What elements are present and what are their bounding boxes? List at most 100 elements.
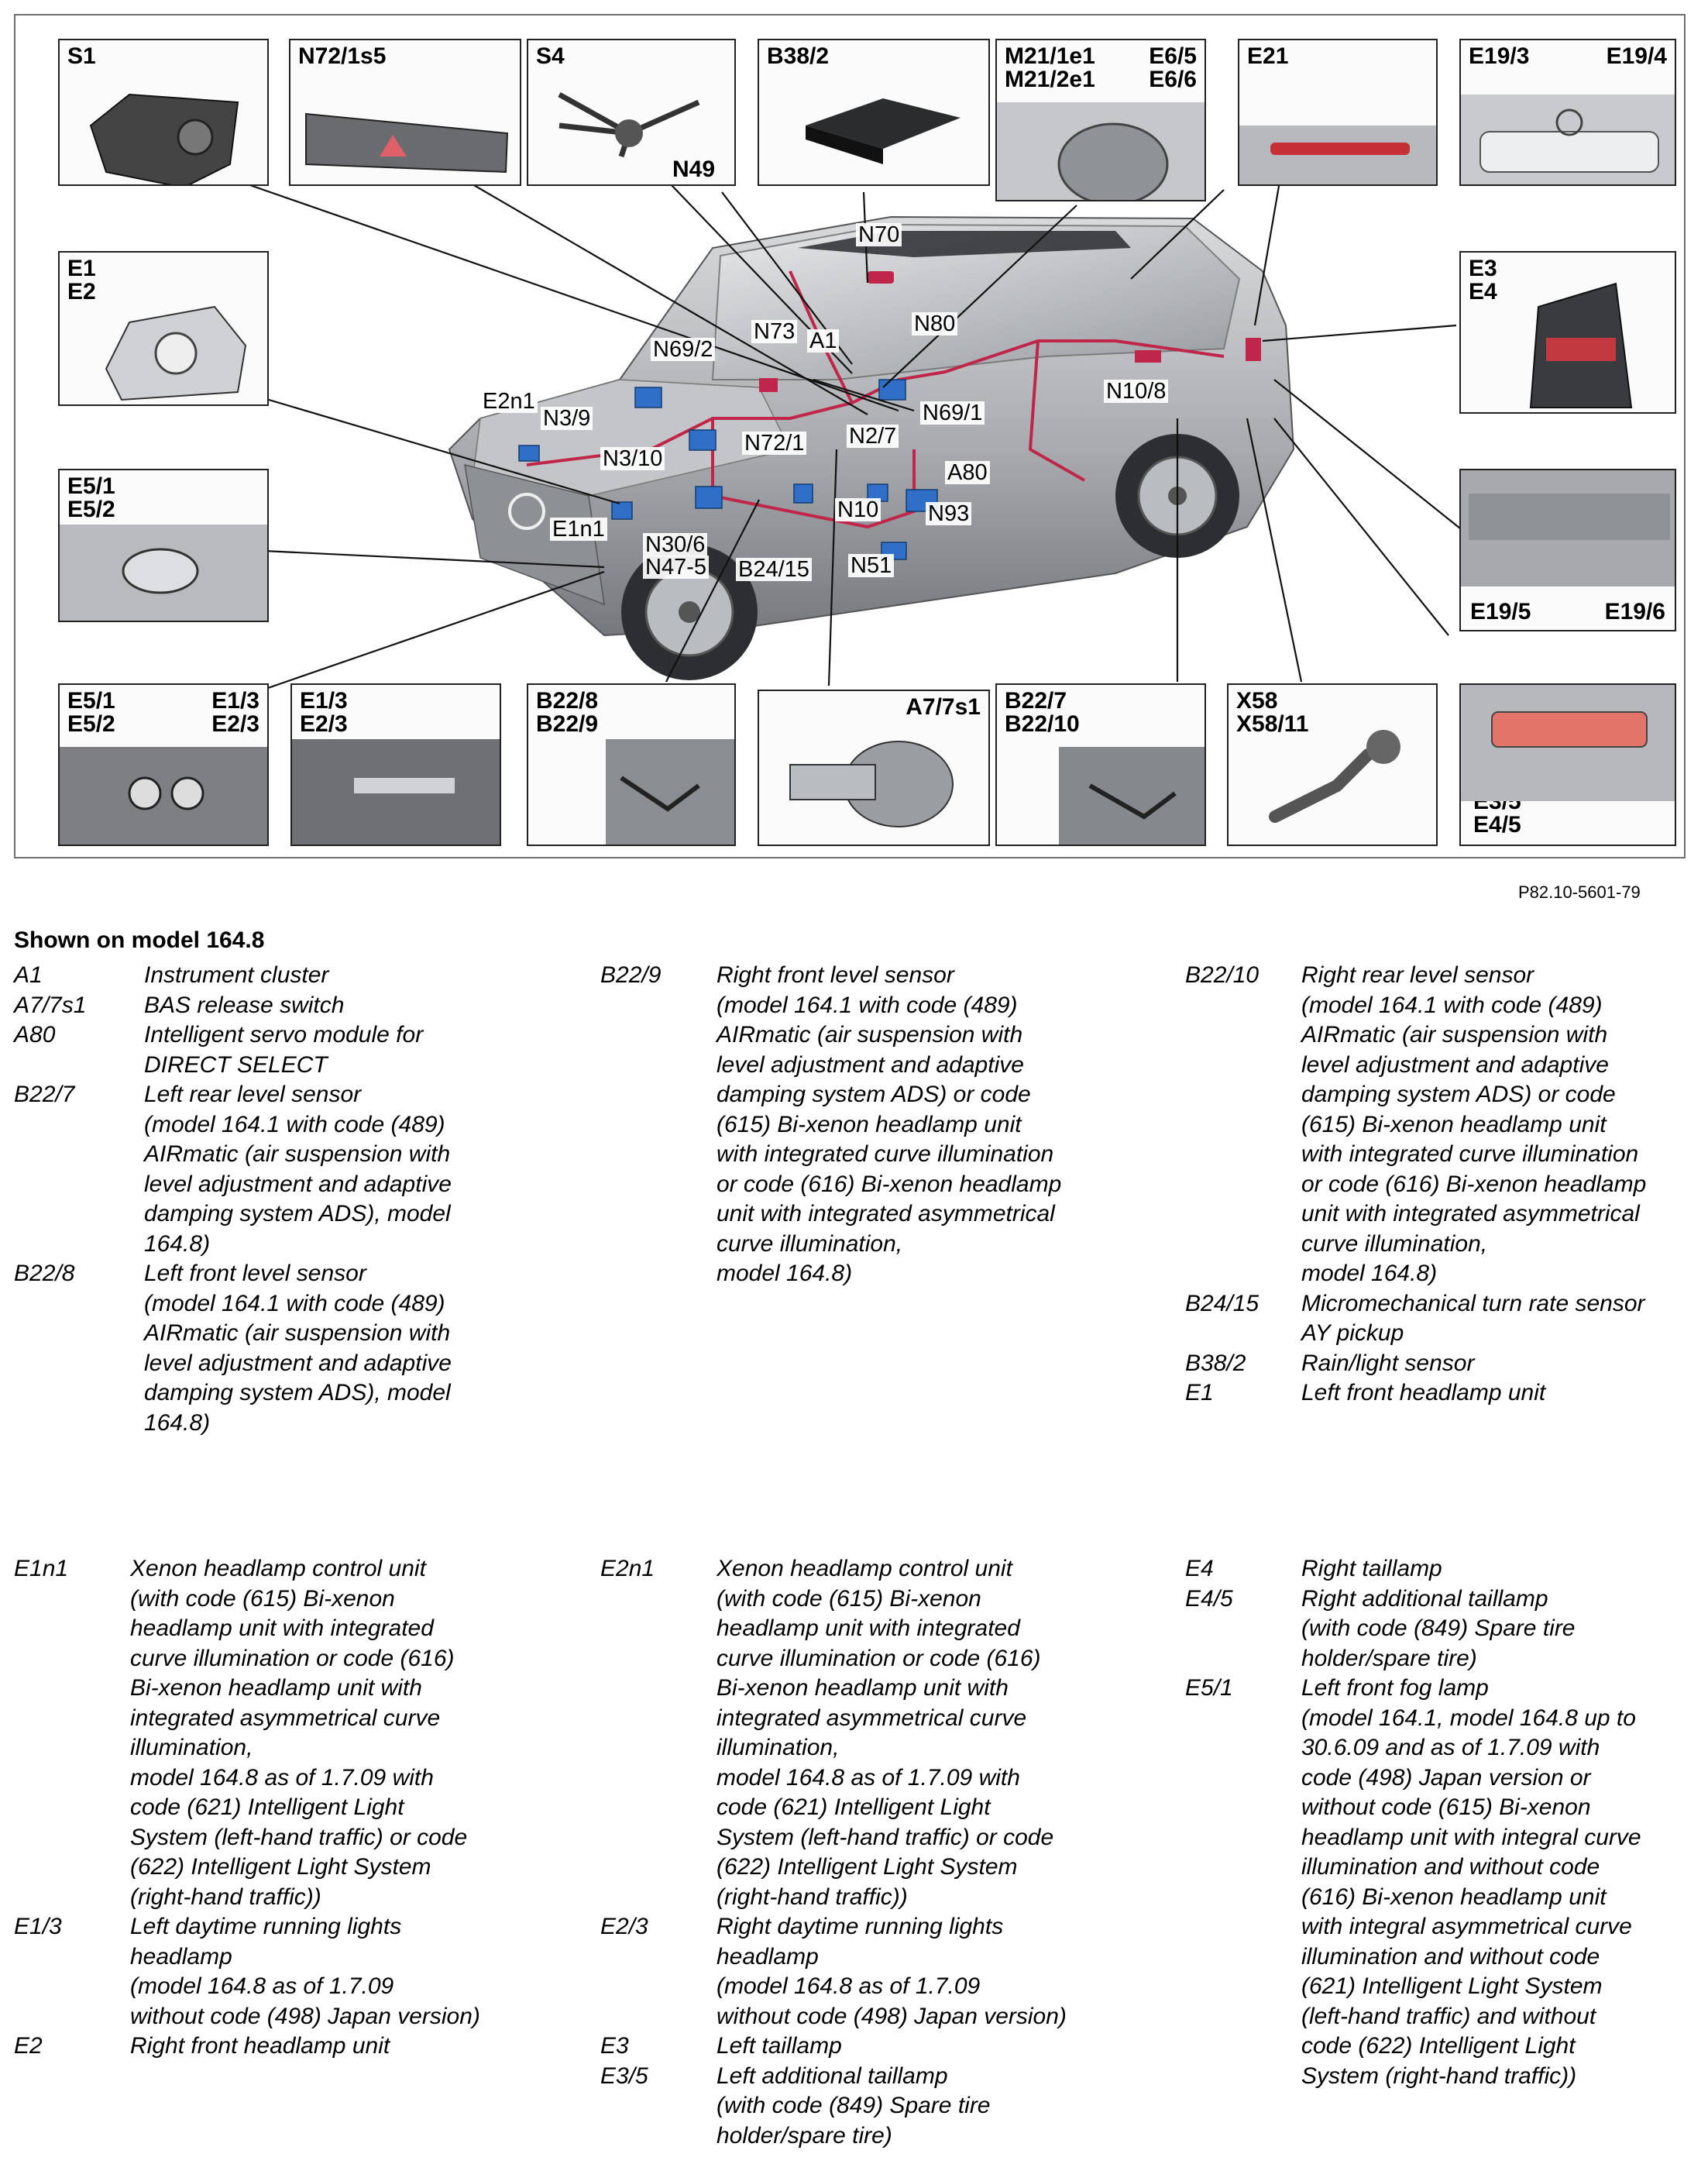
inset-e1-3-c: E1/3 E2/3 C bbox=[290, 683, 501, 846]
license-lamp-picture bbox=[1461, 95, 1675, 184]
car-front bbox=[464, 463, 605, 606]
inset-e19-5: E19/5 E19/6 bbox=[1459, 469, 1676, 631]
mirror-picture bbox=[997, 102, 1205, 200]
callout-n80: N80 bbox=[912, 312, 958, 335]
legend-entry: E1 Left front headlamp unit bbox=[1185, 1378, 1708, 1409]
inset-label: B22/8 B22/9 bbox=[536, 688, 599, 737]
inset-b22-8: B22/8 B22/9 bbox=[527, 683, 736, 846]
callout-n2-7: N2/7 bbox=[847, 425, 899, 448]
legend-code: B22/8 bbox=[14, 1261, 75, 1286]
inset-label: B22/7 B22/10 bbox=[1005, 688, 1080, 737]
legend-code: E3/5 bbox=[600, 2063, 648, 2089]
callout-n69-1: N69/1 bbox=[920, 401, 985, 425]
legend-code: A80 bbox=[14, 1022, 56, 1048]
inset-s4: S4 N49 bbox=[527, 39, 736, 186]
callout-n73: N73 bbox=[751, 320, 798, 343]
legend-entry: A1 Instrument cluster bbox=[14, 961, 556, 991]
legend-code: E1n1 bbox=[14, 1556, 69, 1581]
callout-n10: N10 bbox=[835, 498, 881, 521]
inset-e5-a: E5/1 E5/2 A bbox=[58, 469, 269, 622]
inset-e3-e4: E3 E4 bbox=[1459, 251, 1676, 414]
inset-s1: S1 bbox=[58, 39, 269, 186]
legend-entry: B38/2 Rain/light sensor bbox=[1185, 1349, 1708, 1379]
fog-lamp-pair-picture bbox=[60, 747, 267, 845]
legend-column-3a: B22/10 Right rear level sensor (model 164… bbox=[1185, 961, 1708, 1409]
callout-n47-5: N47-5 bbox=[643, 556, 709, 579]
figure-reference: P82.10-5601-79 bbox=[1518, 882, 1641, 902]
inset-b38-2: B38/2 bbox=[758, 39, 990, 186]
inset-b22-7: B22/7 B22/10 bbox=[995, 683, 1206, 846]
legend-description: Left front headlamp unit bbox=[1301, 1380, 1546, 1405]
inset-label: E5/1 E5/2 bbox=[67, 688, 115, 737]
rain-light-sensor-picture bbox=[806, 98, 961, 164]
legend-description: Xenon headlamp control unit (with code (… bbox=[717, 1556, 1054, 1910]
inset-e21: E21 bbox=[1238, 39, 1438, 186]
callout-e1n1: E1n1 bbox=[550, 518, 607, 541]
callout-n51: N51 bbox=[848, 554, 895, 577]
inset-m21: M21/1e1 M21/2e1 E6/5 E6/6 bbox=[995, 39, 1206, 201]
legend-entry: E4/5 Right additional taillamp (with code… bbox=[1185, 1584, 1708, 1674]
inset-label: S1 bbox=[67, 43, 96, 69]
inset-label-right: E1/3 E2/3 bbox=[211, 688, 259, 737]
rear-bumper-picture bbox=[1461, 470, 1675, 587]
legend-code: E4/5 bbox=[1185, 1585, 1233, 1612]
taillamp-picture bbox=[1529, 282, 1633, 408]
legend-code: E5/1 bbox=[1185, 1675, 1233, 1701]
legend-description: Right daytime running lights headlamp (m… bbox=[717, 1914, 1067, 2029]
inset-e3-5: E3/5 E4/5 bbox=[1459, 683, 1676, 846]
callout-n3-10: N3/10 bbox=[600, 447, 665, 470]
inset-label-right: E19/6 bbox=[1604, 599, 1665, 624]
legend-code: E3 bbox=[600, 2033, 629, 2059]
inset-label: S4 bbox=[536, 43, 565, 69]
callout-n10-8: N10/8 bbox=[1104, 380, 1169, 403]
callout-n69-2: N69/2 bbox=[651, 338, 716, 361]
legend-code: E1 bbox=[1185, 1380, 1214, 1405]
inset-label: E1/3 E2/3 bbox=[300, 688, 348, 737]
legend-code: B22/10 bbox=[1185, 962, 1260, 988]
legend-code: A1 bbox=[14, 962, 43, 988]
inset-label: X58 X58/11 bbox=[1236, 688, 1309, 737]
legend-code: A7/7s1 bbox=[14, 992, 87, 1018]
caption-title: Shown on model 164.8 bbox=[14, 927, 265, 953]
legend-description: Intelligent servo module for DIRECT SELE… bbox=[144, 1022, 424, 1078]
headlamp-picture bbox=[105, 305, 247, 401]
component-markers bbox=[518, 379, 938, 560]
legend-description: Instrument cluster bbox=[144, 962, 329, 988]
legend-code: B24/15 bbox=[1185, 1290, 1260, 1316]
legend-description: Right additional taillamp (with code (84… bbox=[1301, 1585, 1576, 1671]
inset-e19-3: E19/3 E19/4 bbox=[1459, 39, 1676, 186]
light-switch-picture bbox=[89, 93, 239, 184]
brake-booster-picture bbox=[789, 741, 954, 827]
legend-code: B22/9 bbox=[600, 962, 662, 988]
inset-label-right: A7/7s1 bbox=[906, 694, 981, 720]
inset-a7-7s1: A7/7s1 bbox=[758, 690, 990, 846]
inset-label: E1 E2 bbox=[67, 256, 96, 304]
callout-n30-6: N30/6 bbox=[643, 533, 708, 556]
combination-switch-picture bbox=[558, 91, 700, 158]
legend-description: Rain/light sensor bbox=[1301, 1350, 1475, 1376]
legend-description: Right rear level sensor (model 164.1 wit… bbox=[1301, 962, 1647, 1286]
legend-entry: A80 Intelligent servo module for DIRECT S… bbox=[14, 1020, 556, 1080]
legend-code: E1/3 bbox=[14, 1914, 62, 1939]
fog-lamp-picture bbox=[60, 525, 267, 621]
callout-n70: N70 bbox=[856, 223, 902, 246]
daytime-light-picture bbox=[292, 739, 500, 845]
callout-a80: A80 bbox=[945, 461, 990, 484]
legend-code: B38/2 bbox=[1185, 1350, 1246, 1376]
inset-label: E19/3 bbox=[1469, 43, 1530, 69]
additional-taillamp-picture bbox=[1461, 685, 1675, 801]
